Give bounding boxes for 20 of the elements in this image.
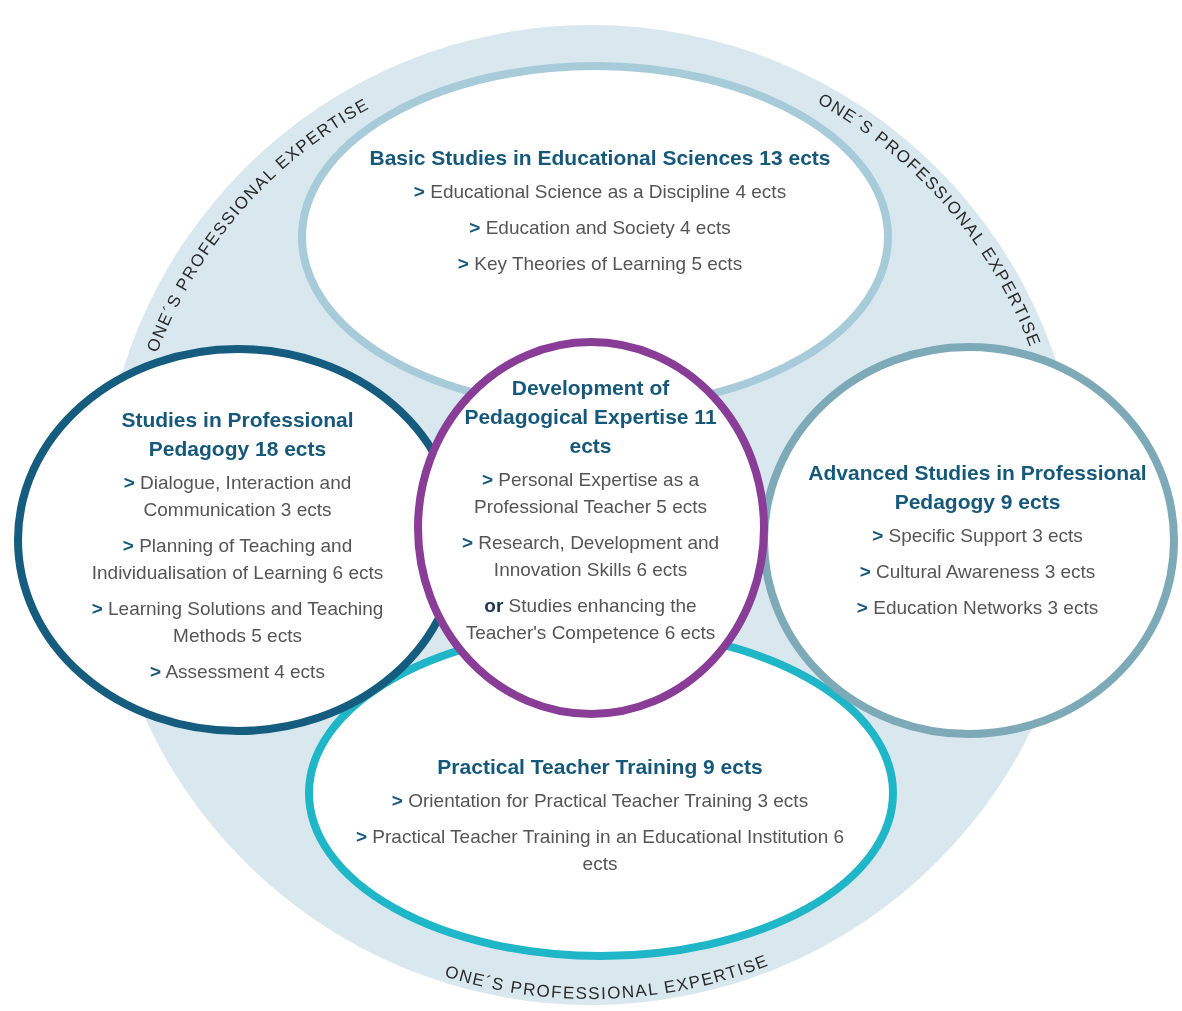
module-item: > Orientation for Practical Teacher Training 3 ects <box>391 789 809 813</box>
module-item: > Research, Development and Innovation Skills 6 ects <box>460 531 721 582</box>
module-item: > Learning Solutions and Teaching Methods 5 ects <box>90 597 385 648</box>
module-item: > Specific Support 3 ects <box>872 524 1083 548</box>
module-title: Basic Studies in Educational Sciences 13 ects <box>369 145 831 171</box>
module-item: > Dialogue, Interaction and Communication 3 ects <box>122 471 353 522</box>
module-item: > Educational Science as a Discipline 4 ects <box>413 180 787 204</box>
module-item: > Education Networks 3 ects <box>856 596 1099 620</box>
module-title: Practical Teacher Training 9 ects <box>437 754 763 780</box>
module-item: > Assessment 4 ects <box>150 660 325 684</box>
module-item: > Cultural Awareness 3 ects <box>859 560 1096 584</box>
module-item: > Practical Teacher Training in an Educational Institution 6 ects <box>354 825 846 876</box>
module-item: > Planning of Teaching and Individualisation of Learning 6 ects <box>90 534 385 585</box>
module-item: > Personal Expertise as a Professional Teacher 5 ects <box>472 468 709 519</box>
module-item: > Key Theories of Learning 5 ects <box>457 252 743 276</box>
module-title: Studies in Professional Pedagogy 18 ects <box>120 407 355 462</box>
module-title: Development of Pedagogical Expertise 11 ects <box>463 375 718 459</box>
module-item: or Studies enhancing the Teacher's Competence 6 ects <box>464 594 717 645</box>
module-item: > Education and Society 4 ects <box>469 216 731 240</box>
module-title: Advanced Studies in Professional Pedagogy 9 ects <box>807 460 1148 515</box>
